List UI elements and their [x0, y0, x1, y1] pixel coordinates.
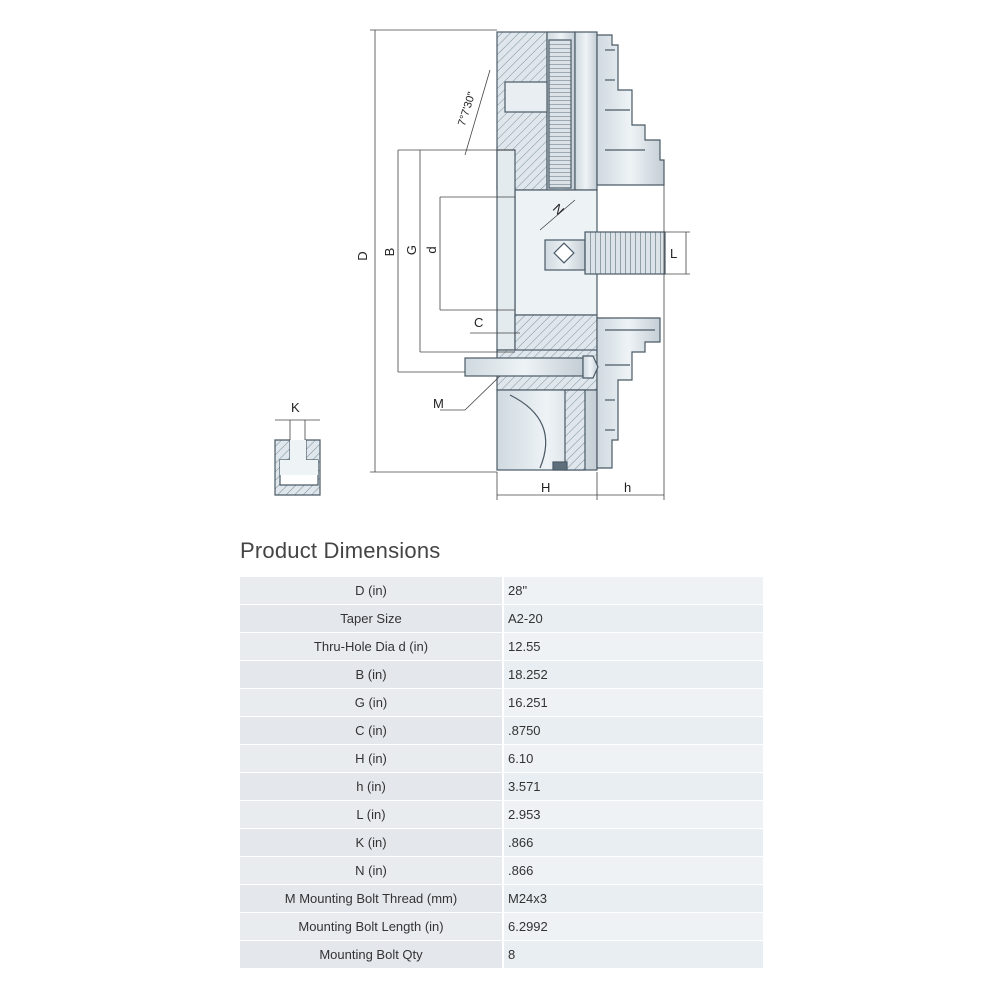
row-label: Thru-Hole Dia d (in) — [240, 632, 504, 661]
row-label: C (in) — [240, 716, 504, 745]
label-D: D — [355, 251, 370, 260]
row-label: Mounting Bolt Length (in) — [240, 912, 504, 941]
label-H: H — [541, 480, 550, 495]
table-row: Thru-Hole Dia d (in)12.55 — [240, 632, 763, 661]
label-L: L — [670, 246, 677, 261]
table-row: G (in)16.251 — [240, 688, 763, 717]
table-row: H (in)6.10 — [240, 744, 763, 773]
label-C: C — [474, 315, 483, 330]
dimension-lines — [275, 29, 690, 500]
t-slot-section — [274, 439, 321, 496]
table-row: B (in)18.252 — [240, 660, 763, 689]
row-value: 12.55 — [503, 632, 763, 661]
row-value: M24x3 — [503, 884, 763, 913]
row-label: K (in) — [240, 828, 504, 857]
lower-jaw — [596, 317, 661, 469]
row-value: 16.251 — [503, 688, 763, 717]
row-label: N (in) — [240, 856, 504, 885]
table-row: h (in)3.571 — [240, 772, 763, 801]
row-value: 2.953 — [503, 800, 763, 829]
row-label: L (in) — [240, 800, 504, 829]
row-value: .866 — [503, 828, 763, 857]
row-label: B (in) — [240, 660, 504, 689]
chuck-technical-drawing: D B G d C M K N L H h 7°7'30" — [274, 29, 690, 500]
table-row: K (in).866 — [240, 828, 763, 857]
row-label: Taper Size — [240, 604, 504, 633]
row-value: .8750 — [503, 716, 763, 745]
row-label: h (in) — [240, 772, 504, 801]
label-G: G — [404, 245, 419, 255]
row-value: .866 — [503, 856, 763, 885]
section-title: Product Dimensions — [240, 538, 441, 563]
table-row: M Mounting Bolt Thread (mm)M24x3 — [240, 884, 763, 913]
label-K: K — [291, 400, 300, 415]
row-label: Mounting Bolt Qty — [240, 940, 504, 969]
row-value: 28" — [503, 577, 763, 605]
row-value: 18.252 — [503, 660, 763, 689]
row-value: A2-20 — [503, 604, 763, 633]
label-h: h — [624, 480, 631, 495]
mounting-bolt — [464, 355, 599, 379]
label-B: B — [382, 248, 397, 257]
row-value: 6.10 — [503, 744, 763, 773]
chuck-body — [496, 31, 598, 471]
table-row: D (in)28" — [240, 577, 763, 605]
table-row: N (in).866 — [240, 856, 763, 885]
row-value: 3.571 — [503, 772, 763, 801]
row-label: M Mounting Bolt Thread (mm) — [240, 884, 504, 913]
row-label: D (in) — [240, 577, 504, 605]
row-value: 6.2992 — [503, 912, 763, 941]
upper-jaw — [596, 34, 665, 186]
label-d: d — [424, 246, 439, 253]
jaw-screw — [544, 231, 666, 275]
table-row: Mounting Bolt Length (in)6.2992 — [240, 912, 763, 941]
table-row: L (in)2.953 — [240, 800, 763, 829]
row-label: H (in) — [240, 744, 504, 773]
row-value: 8 — [503, 940, 763, 969]
table-row: C (in).8750 — [240, 716, 763, 745]
row-label: G (in) — [240, 688, 504, 717]
label-M: M — [433, 396, 444, 411]
